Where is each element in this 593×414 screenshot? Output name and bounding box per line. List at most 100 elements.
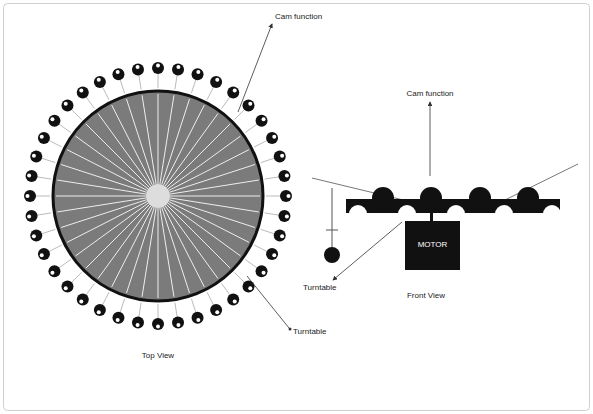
cam-follower: [38, 248, 50, 260]
motor-label: MOTOR: [418, 241, 448, 250]
spoke: [266, 196, 281, 197]
spoke: [166, 124, 230, 188]
cam-follower: [48, 265, 60, 277]
spoke: [163, 105, 204, 185]
cam-follower: [38, 132, 50, 144]
spoke: [142, 95, 156, 184]
spoke: [61, 200, 147, 228]
cam-follower: [210, 76, 222, 88]
pendulum-ball: [324, 247, 340, 263]
cam-follower: [274, 150, 286, 162]
follower-notch: [32, 154, 36, 158]
follower-notch: [262, 117, 266, 121]
spoke: [221, 283, 230, 295]
follower-notch: [233, 300, 237, 304]
spoke: [56, 196, 146, 197]
cam-scallop: [349, 205, 367, 223]
spoke: [158, 304, 159, 319]
spoke: [160, 95, 174, 184]
cam-follower: [61, 281, 73, 293]
follower-notch: [40, 135, 44, 139]
cam-follower: [152, 318, 164, 330]
cam-follower: [26, 210, 38, 222]
follower-notch: [50, 117, 54, 121]
spoke: [221, 96, 230, 108]
follower-notch: [272, 253, 276, 257]
view-title: Front View: [406, 292, 446, 301]
spoke: [57, 198, 146, 212]
follower-notch: [27, 214, 31, 218]
cam-follower: [172, 316, 184, 328]
follower-notch: [26, 194, 30, 198]
follower-notch: [64, 102, 68, 106]
follower-notch: [97, 310, 101, 314]
pendulum-tick: [326, 230, 338, 231]
cam-follower: [243, 99, 255, 111]
cam-follower: [30, 230, 42, 242]
cam-follower: [192, 68, 204, 80]
spoke: [57, 180, 146, 194]
spoke: [265, 177, 280, 179]
spoke: [41, 229, 55, 234]
follower-notch: [136, 65, 140, 69]
spoke: [35, 196, 50, 197]
cam-follower: [266, 132, 278, 144]
leader-line: [333, 222, 402, 280]
cam-follower: [30, 150, 42, 162]
spoke: [67, 150, 147, 191]
spoke: [98, 206, 151, 279]
view-title: Top View: [141, 352, 175, 361]
spoke: [71, 272, 82, 283]
spoke: [234, 272, 245, 283]
cam-follower: [132, 316, 144, 328]
spoke: [86, 96, 95, 108]
cam-follower: [172, 64, 184, 76]
cam-follower: [192, 312, 204, 324]
spoke: [169, 201, 249, 242]
cam-follower: [94, 304, 106, 316]
follower-notch: [215, 310, 219, 314]
follower-notch: [285, 174, 289, 178]
cam-follower: [266, 248, 278, 260]
hub: [146, 184, 170, 208]
follower-notch: [79, 88, 83, 92]
cam-follower: [278, 210, 290, 222]
spoke: [160, 208, 174, 297]
spoke: [86, 283, 95, 295]
cam-follower: [77, 86, 89, 98]
spoke: [261, 158, 275, 163]
spoke: [58, 259, 70, 268]
follower-notch: [233, 88, 237, 92]
spoke: [207, 86, 214, 99]
turntable-top-view: [24, 62, 292, 330]
spoke: [37, 213, 52, 215]
cam-follower: [274, 230, 286, 242]
cam-follower: [48, 115, 60, 127]
follower-notch: [287, 194, 291, 198]
follower-notch: [156, 325, 160, 329]
spoke: [58, 124, 70, 133]
follower-notch: [176, 323, 180, 327]
spoke: [120, 79, 125, 93]
cam-follower: [112, 68, 124, 80]
callout-label: Turntable: [302, 284, 338, 293]
follower-notch: [32, 234, 36, 238]
spoke: [261, 229, 275, 234]
spoke: [139, 75, 141, 90]
cam-follower: [256, 265, 268, 277]
spoke: [158, 94, 159, 184]
spoke: [166, 204, 230, 268]
cam-follower: [256, 115, 268, 127]
follower-notch: [196, 70, 200, 74]
follower-notch: [262, 271, 266, 275]
cam-follower: [210, 304, 222, 316]
cam-bump: [372, 187, 394, 209]
follower-notch: [27, 174, 31, 178]
cam-follower: [24, 190, 36, 202]
spoke: [102, 292, 109, 305]
spoke: [265, 213, 280, 215]
follower-notch: [40, 253, 44, 257]
cam-follower: [132, 64, 144, 76]
